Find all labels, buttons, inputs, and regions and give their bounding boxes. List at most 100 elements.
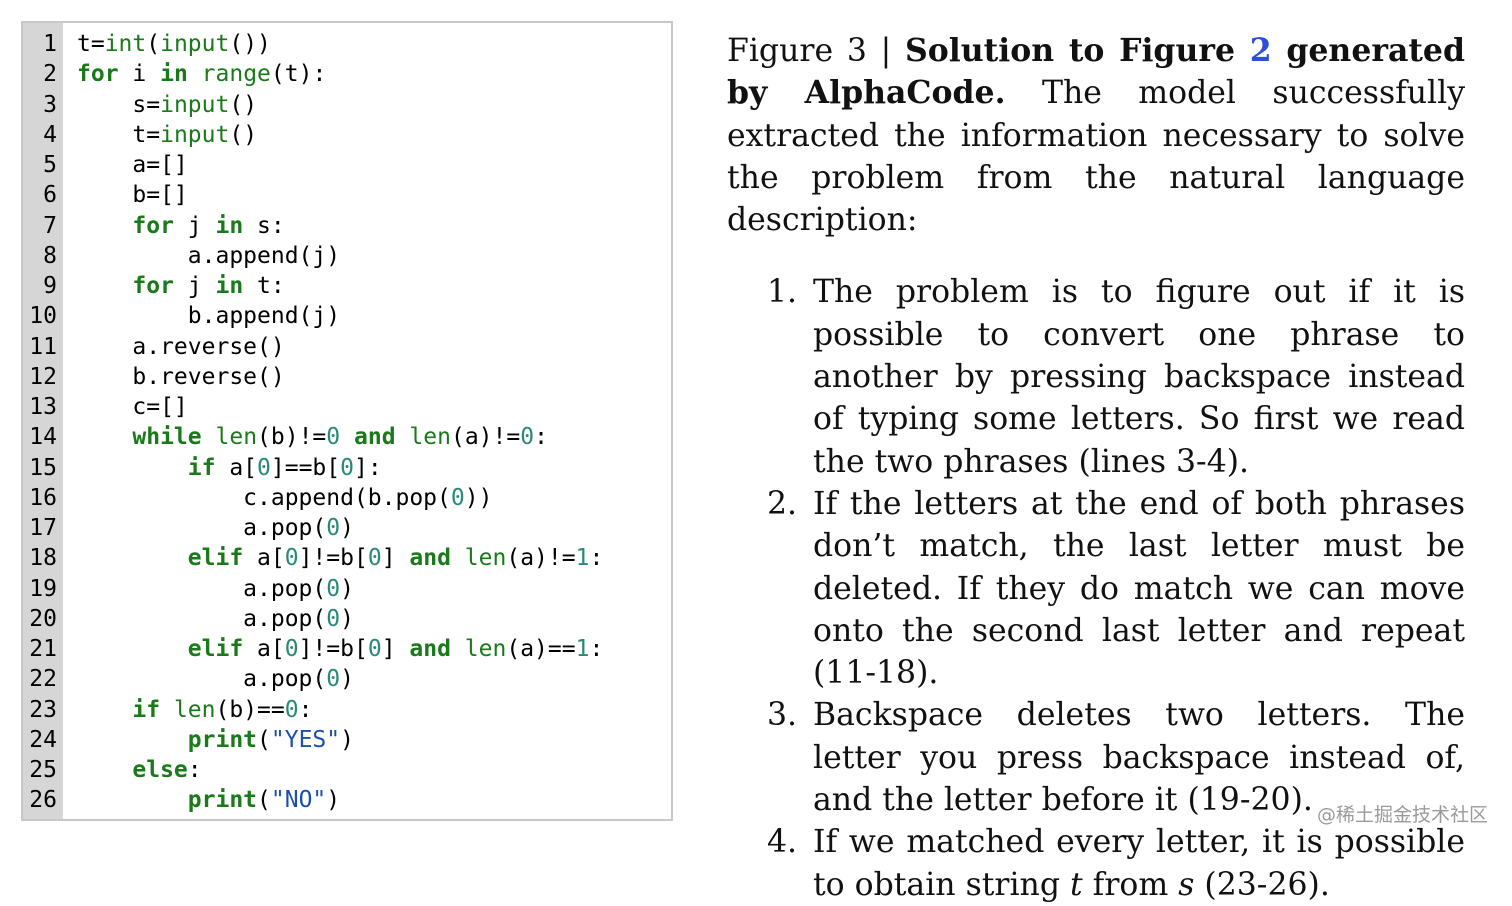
line-number: 20: [29, 605, 57, 632]
step-item: 3. Backspace deletes two letters. The let…: [727, 694, 1465, 821]
line-number: 23: [29, 696, 57, 723]
code-line: 11 a.reverse(): [23, 332, 671, 362]
code-line: 12 b.reverse(): [23, 362, 671, 392]
code-line: 6 b=[]: [23, 180, 671, 210]
step-text: The problem is to figure out if it is po…: [813, 274, 1465, 480]
code-text: a.pop(0): [77, 666, 354, 693]
step-number: 2.: [767, 485, 798, 522]
step-text: If we matched every letter, it is possib…: [813, 824, 1465, 903]
line-number: 19: [29, 575, 57, 602]
code-line: 21 elif a[0]!=b[0] and len(a)==1:: [23, 634, 671, 664]
step-number: 3.: [767, 697, 798, 734]
caption-column: Figure 3 | Solution to Figure 2 generate…: [727, 30, 1465, 906]
code-line: 13 c=[]: [23, 392, 671, 422]
step-text: Backspace deletes two letters. The lette…: [813, 697, 1465, 819]
step-item: 1. The problem is to figure out if it is …: [727, 271, 1465, 482]
code-text: print("YES"): [187, 726, 354, 753]
line-number: 24: [29, 726, 57, 753]
caption-title: Solution to Figure 2 generated by AlphaC…: [727, 32, 1465, 112]
watermark: @稀土掘金技术社区: [1316, 804, 1488, 826]
code-text: a.pop(0): [77, 605, 354, 632]
line-number-gutter: [23, 23, 63, 819]
code-line: 4 t=input(): [23, 120, 671, 150]
code-line: 19 a.pop(0): [23, 574, 671, 604]
line-number: 11: [29, 333, 57, 360]
code-text: a.reverse(): [77, 333, 285, 360]
line-number: 25: [29, 757, 57, 783]
line-number: 18: [29, 545, 57, 572]
code-line: 9 for j in t:: [23, 271, 671, 301]
code-text: b.append(j): [77, 303, 341, 330]
code-text: a.pop(0): [77, 515, 354, 541]
line-number: 8: [43, 242, 57, 269]
line-number: 10: [29, 303, 57, 330]
line-number: 4: [43, 121, 57, 148]
figure-caption: Figure 3 | Solution to Figure 2 generate…: [727, 30, 1465, 241]
code-line: 20 a.pop(0): [23, 604, 671, 634]
code-text: else:: [132, 757, 202, 783]
code-text: t=int(input()): [77, 31, 271, 57]
code-text: while len(b)!=0 and len(a)!=0:: [132, 424, 548, 451]
line-number: 26: [29, 787, 57, 814]
line-number: 7: [43, 212, 57, 239]
step-number: 1.: [767, 274, 798, 311]
code-text: if a[0]==b[0]:: [187, 454, 382, 481]
code-line: 1 t=int(input()): [23, 29, 671, 59]
line-number: 16: [29, 484, 57, 511]
code-line: 10 b.append(j): [23, 301, 671, 331]
code-text: for j in s:: [132, 212, 285, 239]
code-text: elif a[0]!=b[0] and len(a)==1:: [187, 636, 604, 662]
code-line: 16 c.append(b.pop(0)): [23, 483, 671, 513]
code-text: for j in t:: [132, 273, 285, 299]
explanation-steps: 1. The problem is to figure out if it is …: [727, 271, 1465, 905]
line-number: 21: [29, 636, 57, 662]
code-text: c=[]: [77, 394, 188, 420]
code-text: a.append(j): [77, 242, 341, 269]
code-line: 7 for j in s:: [23, 211, 671, 241]
line-number: 14: [29, 424, 57, 451]
code-text: a=[]: [77, 152, 188, 178]
code-text: if len(b)==0:: [132, 696, 313, 723]
step-item: 2. If the letters at the end of both phra…: [727, 483, 1465, 694]
step-number: 4.: [767, 824, 798, 861]
code-text: s=input(): [77, 91, 258, 118]
line-number: 2: [43, 61, 57, 88]
code-text: elif a[0]!=b[0] and len(a)!=1:: [187, 545, 604, 572]
code-text: b.reverse(): [77, 363, 285, 390]
code-line: 2 for i in range(t):: [23, 59, 671, 89]
figure-label: Figure 3 |: [727, 33, 906, 69]
code-text: t=input(): [77, 121, 258, 148]
code-text: for i in range(t):: [77, 61, 327, 88]
code-line: 22 a.pop(0): [23, 664, 671, 694]
line-number: 17: [29, 515, 57, 541]
code-text: print("NO"): [187, 787, 341, 814]
code-line: 3 s=input(): [23, 90, 671, 120]
line-number: 3: [43, 91, 57, 118]
code-line: 8 a.append(j): [23, 241, 671, 271]
line-number: 15: [29, 454, 57, 481]
line-number: 9: [43, 273, 57, 299]
step-text: If the letters at the end of both phrase…: [813, 485, 1465, 692]
step-item: 4. If we matched every letter, it is poss…: [727, 821, 1465, 906]
caption-body: The model successfully extracted the inf…: [727, 75, 1465, 239]
code-line: 17 a.pop(0): [23, 513, 671, 543]
code-line: 14 while len(b)!=0 and len(a)!=0:: [23, 422, 671, 452]
code-line: 5 a=[]: [23, 150, 671, 180]
code-line: 18 elif a[0]!=b[0] and len(a)!=1:: [23, 543, 671, 573]
code-text: a.pop(0): [77, 575, 354, 602]
line-number: 6: [43, 182, 57, 209]
line-number: 22: [29, 666, 57, 693]
code-text: b=[]: [77, 182, 188, 209]
code-line: 15 if a[0]==b[0]:: [23, 453, 671, 483]
code-text: c.append(b.pop(0)): [77, 484, 493, 511]
figure-reference-link[interactable]: 2: [1249, 32, 1272, 69]
code-line: 24 print("YES"): [23, 725, 671, 755]
line-number: 12: [29, 363, 57, 390]
code-line: 26 print("NO"): [23, 785, 671, 815]
line-number: 1: [43, 31, 57, 57]
line-number: 13: [29, 394, 57, 420]
line-number: 5: [43, 152, 57, 178]
code-line: 23 if len(b)==0:: [23, 695, 671, 725]
